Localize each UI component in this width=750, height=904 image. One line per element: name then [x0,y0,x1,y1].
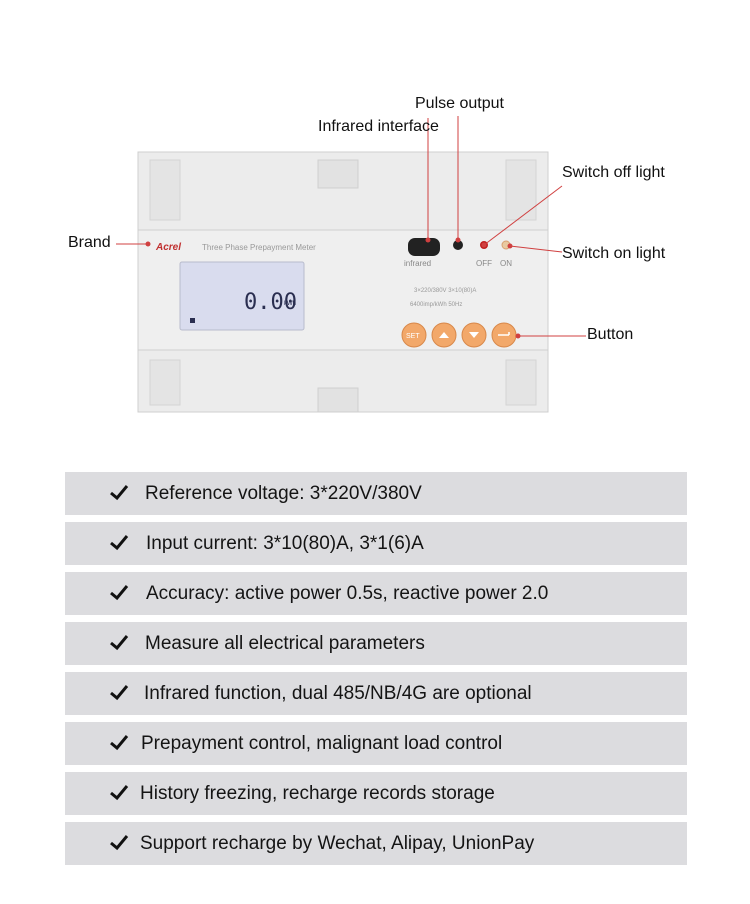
feature-text: Measure all electrical parameters [145,633,425,654]
meter-illustration: Acrel Three Phase Prepayment Meter 0.00 … [116,116,586,413]
callout-dot-button [515,333,521,339]
feature-row: Reference voltage: 3*220V/380V [65,472,687,515]
feature-row: Infrared function, dual 485/NB/4G are op… [65,672,687,715]
callout-dot-on [507,243,513,249]
feature-row: Input current: 3*10(80)A, 3*1(6)A [65,522,687,565]
up-arrow-icon [439,332,449,338]
callout-infrared-interface: Infrared interface [318,118,439,135]
product-name: Three Phase Prepayment Meter [202,243,316,252]
checkmark-icon [110,585,129,601]
callout-switch-on-light: Switch on light [562,245,666,262]
enter-icon [498,332,510,336]
lcd-display [179,261,305,331]
callout-brand: Brand [68,234,111,251]
callout-line-on [509,245,563,253]
infrared-label: infrared [404,259,431,268]
meter-top-clip [317,159,359,189]
feature-row: History freezing, recharge records stora… [65,772,687,815]
down-arrow-icon [469,332,479,338]
callout-line-off [483,185,563,246]
feature-text: Reference voltage: 3*220V/380V [145,483,422,504]
checkmark-icon [110,635,129,651]
meter-bottom-slot-left [149,359,181,406]
feature-text: History freezing, recharge records stora… [140,783,495,804]
callout-dot-brand [145,241,151,247]
callout-switch-off-light: Switch off light [562,164,665,181]
feature-row: Support recharge by Wechat, Alipay, Unio… [65,822,687,865]
lcd-unit: kWh [284,301,296,307]
feature-row: Measure all electrical parameters [65,622,687,665]
callout-pulse-output: Pulse output [415,95,504,112]
meter-top-slot-right [505,159,537,221]
feature-row: Prepayment control, malignant load contr… [65,722,687,765]
checkmark-icon [110,835,129,851]
lcd-reading: 0.00 [244,290,297,315]
meter-bottom-clip [317,387,359,413]
spec-line-1: 3×220/380V 3×10(80)A [414,288,476,294]
brand-logo: Acrel [155,242,181,253]
callout-dot-off [481,242,487,248]
off-label: OFF [476,259,492,268]
spec-line-2: 6400imp/kWh 50Hz [410,302,462,308]
checkmark-icon [110,535,129,551]
feature-row: Accuracy: active power 0.5s, reactive po… [65,572,687,615]
checkmark-icon [110,485,129,501]
set-button-label: SET [406,333,420,340]
feature-text: Prepayment control, malignant load contr… [141,733,503,754]
feature-text: Support recharge by Wechat, Alipay, Unio… [140,833,535,854]
callout-dot-pulse [455,237,461,243]
meter-top-slot-left [149,159,181,221]
callout-button: Button [587,326,634,343]
checkmark-icon [110,685,129,701]
pulse-led [453,240,463,250]
feature-text: Infrared function, dual 485/NB/4G are op… [144,683,532,704]
meter-bottom-slot-right [505,359,537,406]
lcd-indicator [190,318,195,323]
checkmark-icon [110,735,129,751]
infrared-window [408,238,440,256]
feature-text: Input current: 3*10(80)A, 3*1(6)A [146,533,424,554]
callout-dot-infrared [425,237,431,243]
on-label: ON [500,259,512,268]
checkmark-icon [110,785,129,801]
feature-text: Accuracy: active power 0.5s, reactive po… [146,583,549,604]
meter-bottom-cover [137,349,549,413]
set-button[interactable] [401,322,427,348]
